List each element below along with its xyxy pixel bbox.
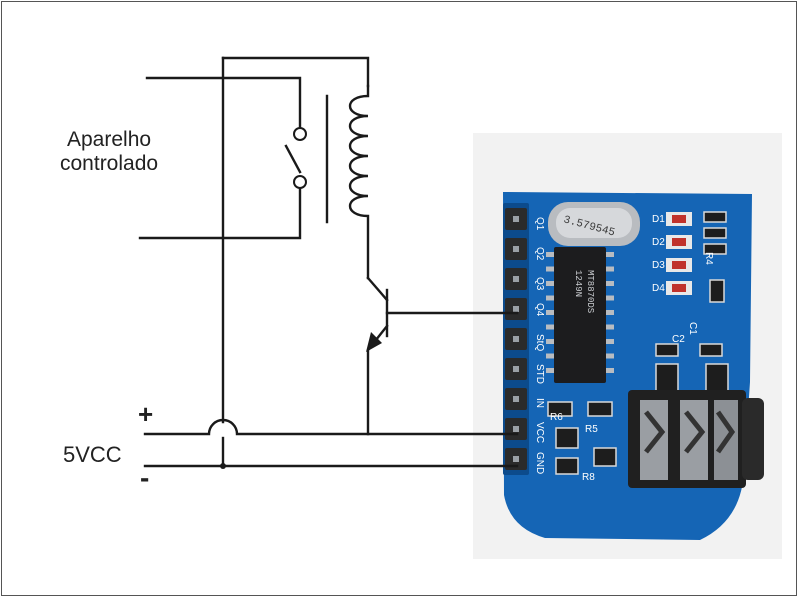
switch-terminal-top (293, 127, 307, 141)
chip-leg (606, 324, 614, 330)
wiring (138, 56, 519, 468)
pin-contact (513, 456, 519, 462)
smd-part (587, 401, 613, 417)
chip-leg (606, 310, 614, 315)
chip-marking: 1249N (573, 270, 583, 297)
pin-contact (513, 396, 519, 402)
crystal-oscillator: 3.579545 (548, 202, 640, 246)
chip-leg (546, 368, 554, 373)
smd-part (705, 363, 729, 395)
pin-label: IN (534, 398, 545, 408)
pin-label: Q1 (534, 217, 545, 231)
chip-leg (546, 324, 554, 330)
led-lens (672, 215, 686, 223)
pin-label: STD (534, 364, 545, 384)
smd-part (555, 427, 579, 449)
smd-part (703, 227, 727, 239)
part-label: R6 (550, 412, 563, 423)
chip-leg (546, 339, 554, 344)
plus-sign-label: + (138, 399, 154, 429)
supply-loop (221, 56, 370, 88)
chip-leg (606, 368, 614, 373)
pin-contact (513, 216, 519, 222)
part-label: R4 (703, 252, 714, 265)
pin-contact (513, 276, 519, 282)
part-label: R5 (585, 424, 598, 435)
pin-label: StQ (534, 334, 545, 351)
smd-part (547, 401, 573, 417)
chip-leg (546, 310, 554, 315)
positive-rail (143, 418, 519, 436)
smd-components (547, 211, 729, 475)
audio-jack (628, 390, 764, 488)
controlled-device-label: Aparelho controlado (60, 128, 158, 176)
chip-leg (546, 295, 554, 301)
chip-leg (606, 295, 614, 301)
led-label: D1 (652, 214, 665, 225)
led-column (666, 212, 692, 295)
smd-part (593, 447, 617, 467)
chip-leg (546, 353, 554, 359)
led-label: D3 (652, 260, 665, 271)
pin-contact (513, 246, 519, 252)
led-lens (672, 238, 686, 246)
part-label: R8 (582, 472, 595, 483)
chip-leg (606, 339, 614, 344)
pin-label: Q4 (534, 303, 545, 317)
device-line-bottom (138, 186, 302, 240)
part-label: C2 (672, 334, 685, 345)
decoder-chip: MT8870DS 1249N (546, 247, 614, 383)
chip-leg (546, 281, 554, 286)
minus-sign-label: - (140, 462, 150, 493)
smd-part (555, 457, 579, 475)
led-lens (672, 284, 686, 292)
part-label: C1 (687, 322, 698, 335)
smd-part (703, 243, 727, 255)
pin-contact (513, 306, 519, 312)
chip-leg (546, 266, 554, 272)
switch-terminal-bottom (293, 175, 307, 189)
smd-part (699, 343, 723, 357)
pin-label: Q3 (534, 277, 545, 291)
chip-leg (606, 266, 614, 272)
junction-dot (220, 463, 226, 469)
pin-contact (513, 426, 519, 432)
pin-contact (513, 366, 519, 372)
led-label-group: D1 D2 D3 D4 (652, 214, 665, 294)
chip-marking: MT8870DS (585, 270, 595, 313)
emitter-arrow (366, 332, 382, 352)
supply-voltage-label: 5VCC (63, 442, 122, 467)
smd-part (709, 279, 725, 303)
smd-part (703, 211, 727, 223)
led-label: D2 (652, 237, 665, 248)
transistor-collector (366, 276, 389, 302)
pin-label: Q2 (534, 247, 545, 261)
device-line-top (145, 76, 302, 130)
chip-leg (606, 281, 614, 286)
led-lens (672, 261, 686, 269)
pin-contact (513, 336, 519, 342)
pin-label: GND (534, 452, 545, 474)
pin-label-group: Q1 Q2 Q3 Q4 StQ STD IN VCC GND (534, 217, 545, 474)
smd-part (655, 363, 679, 395)
dtmf-module-board: Q1 Q2 Q3 Q4 StQ STD IN VCC GND 3.579545 … (503, 192, 764, 540)
header-pins (505, 208, 527, 470)
device-label-line1: Aparelho (67, 128, 152, 151)
relay-switch-blade (284, 144, 302, 174)
chip-leg (546, 252, 554, 257)
smd-part (655, 343, 679, 357)
pin-label: VCC (534, 422, 545, 443)
chip-leg (606, 353, 614, 359)
chip-legs (546, 252, 614, 373)
chip-leg (606, 252, 614, 257)
relay-coil (349, 84, 370, 280)
device-label-line2: controlado (60, 152, 159, 175)
part-label-group: R4 R5 R6 C1 C2 R8 (550, 252, 714, 483)
led-label: D4 (652, 283, 665, 294)
